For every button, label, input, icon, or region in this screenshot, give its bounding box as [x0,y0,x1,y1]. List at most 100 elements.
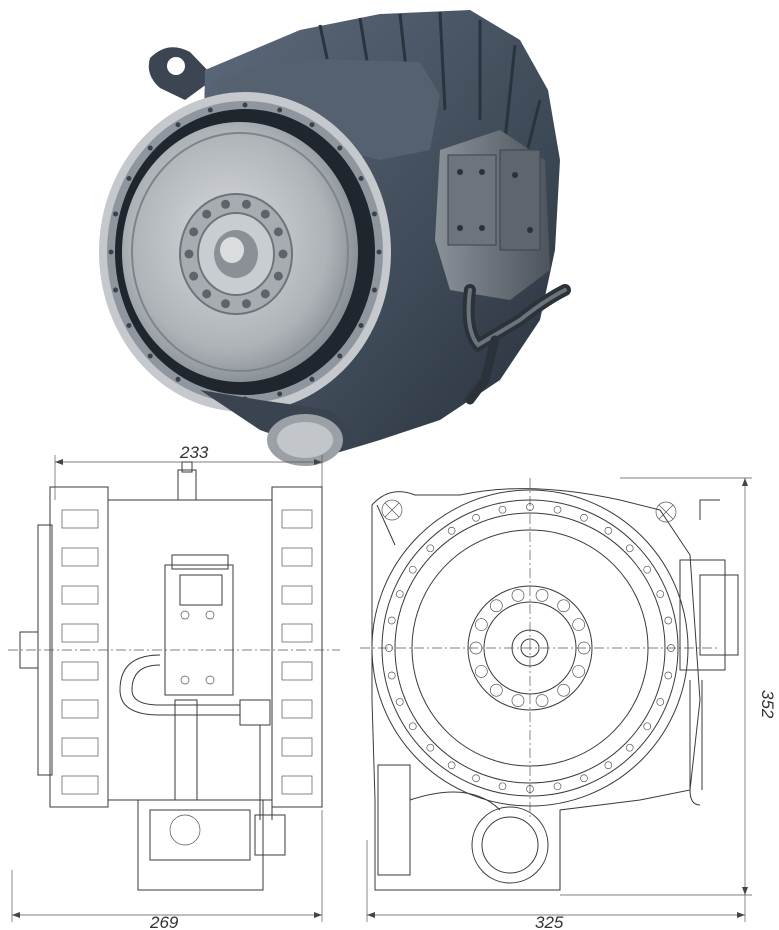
hub-bolt [474,665,488,678]
front-view-drawing: 352 325 [360,477,777,930]
hub-bolt [489,683,503,697]
flange-bolt [643,565,652,574]
flange-bolt [395,590,404,598]
rim-bolt [242,102,248,108]
rim-bolt [371,287,377,293]
rim-bolt [175,122,181,128]
flange-bolt [625,743,634,752]
flange-rib [281,737,313,757]
flange-bolt [426,544,435,553]
hub-bolt [278,249,288,259]
flange-bolt [387,671,396,680]
rim-bolt [376,249,382,255]
flange-bolt [426,743,435,752]
flange-bolt [472,774,480,783]
dim-side-bottom: 269 [149,913,179,930]
rim-bolt [277,391,283,397]
hub-bolt [184,249,194,259]
flange-bolt [387,616,396,625]
flange-bolt [472,513,480,522]
transmission-render [99,10,571,466]
flange-rib [61,585,99,605]
hub-bolt [572,618,586,631]
flange-bolt [553,505,562,514]
rim-bolt [207,107,213,113]
flange-rib [61,661,99,681]
rim-bolt [175,376,181,382]
hub-bolt [241,299,251,309]
rim-bolt [277,107,283,113]
flange-rib [61,547,99,567]
hub-bolt [557,683,571,697]
hub-bolt [511,589,525,602]
rim-bolt [337,353,343,359]
flange-rib [61,509,99,529]
rim-bolt [371,211,377,217]
flange-bolt [643,722,652,731]
rim-bolt [358,323,364,328]
flange-rib [281,509,313,529]
flange-rib [281,661,313,681]
hub-bolt [557,599,571,613]
hub-bolt [260,289,270,299]
flange-rib [61,775,99,795]
hub-bolt [474,618,488,631]
flange-bolt [604,526,613,535]
hub-bolt [489,599,503,613]
flange-rib [281,547,313,567]
flange-bolt [580,513,588,522]
dim-front-bottom: 325 [535,913,564,930]
hub-bolt [273,227,283,237]
rim-bolt [113,211,119,217]
flange-bolt [664,671,673,680]
flange-rib [61,699,99,719]
flange-bolt [408,565,417,574]
flange-bolt [498,782,507,791]
rim-bolt [309,376,315,382]
flange-rib [61,737,99,757]
hub-bolt [535,589,549,602]
flange-bolt [408,722,417,731]
flange-rib [281,775,313,795]
hub-bolt [535,694,549,707]
flange-rib [281,699,313,719]
flange-bolt [447,761,456,770]
flange-bolt [580,774,588,783]
hub-bolt [572,665,586,678]
rim-bolt [126,176,132,181]
flange-bolt [656,590,665,598]
dim-side-top: 233 [179,443,209,462]
hub-bolt [260,209,270,219]
flange-bolt [447,526,456,535]
hub-bolt [221,299,231,309]
hub-bolt [273,271,283,281]
rim-bolt [337,145,343,151]
hub-bolt [221,199,231,209]
side-view-drawing: 233 [8,443,340,930]
rim-bolt [126,323,132,328]
hub-bolt [241,199,251,209]
flange-bolt [664,616,673,625]
hub-bolt [189,227,199,237]
rim-bolt [358,176,364,181]
flange-bolt [395,698,404,706]
rim-bolt [147,145,153,151]
flange-bolt [498,505,507,514]
hub-bolt [189,271,199,281]
flange-rib [281,585,313,605]
rim-bolt [147,353,153,359]
flange-bolt [625,544,634,553]
flange-bolt [656,698,665,706]
hub-bolt [202,209,212,219]
flange-rib [281,623,313,643]
flange-bolt [604,761,613,770]
dim-front-height: 352 [758,690,777,719]
rim-bolt [309,122,315,128]
rim-bolt [113,287,119,293]
flange-bolt [553,782,562,791]
hub-bolt [511,694,525,707]
rim-bolt [108,249,114,255]
flange-rib [61,623,99,643]
hub-bolt [202,289,212,299]
